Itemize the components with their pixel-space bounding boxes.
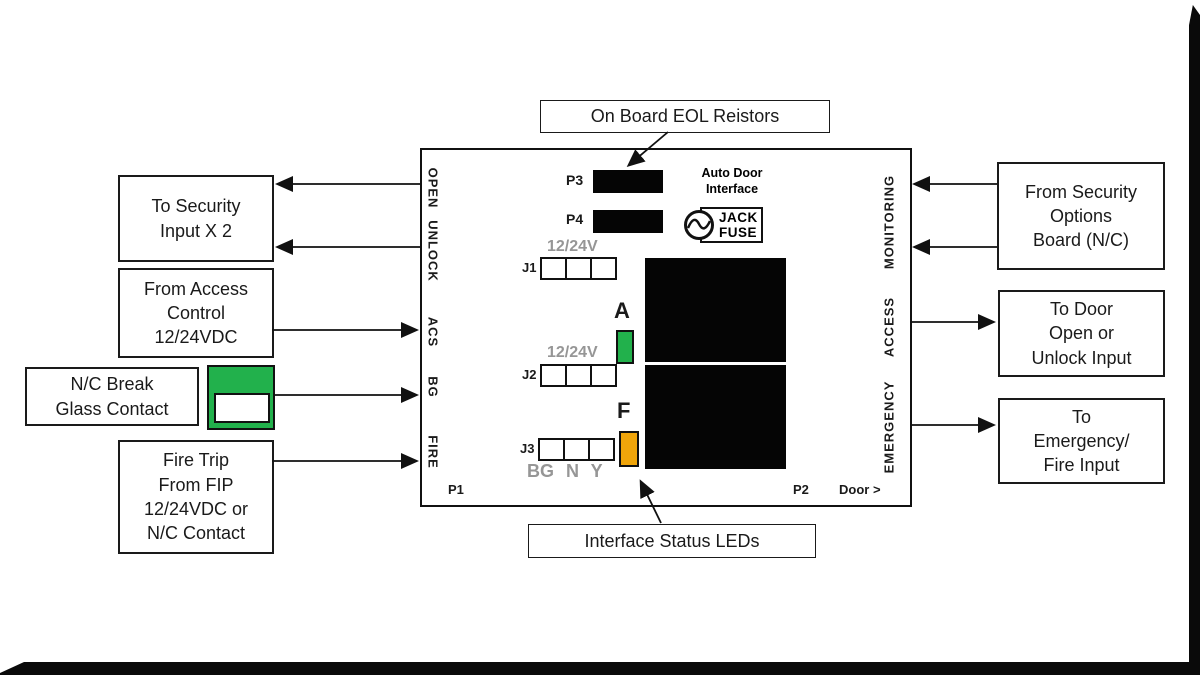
door-label: Door > [839,482,881,497]
p2-label: P2 [793,482,809,497]
status-leds-callout-label: Interface Status LEDs [584,530,760,551]
led-a [616,330,634,364]
logo-line1: JACK [719,209,758,225]
relay-bottom [645,365,786,469]
j1-terminal-block [540,257,617,280]
led-f-label: F [617,398,631,423]
break-glass-contact [207,365,275,430]
access-control-label: From Access Control 12/24VDC [143,278,249,348]
relay-top [645,258,786,362]
pin-label-unlock: UNLOCK [425,220,441,282]
frame-right-border [1189,5,1200,675]
eol-callout-label: On Board EOL Reistors [590,106,780,127]
p4-label: P4 [566,211,584,227]
status-leds-callout-box: Interface Status LEDs [528,524,816,558]
break-glass-label: N/C Break Glass Contact [55,374,169,419]
j3-label: J3 [520,441,535,456]
p3-label: P3 [566,172,584,188]
j1-voltage-label: 12/24V [547,238,598,255]
emergency-fire-box: To Emergency/ Fire Input [998,398,1165,484]
sine-wave-icon [684,210,714,240]
pin-label-open: OPEN [425,167,441,209]
j2-terminal-block [540,364,617,387]
j3-terminal-block [538,438,615,461]
fire-trip-box: Fire Trip From FIP 12/24VDC or N/C Conta… [118,440,274,554]
j2-voltage-label: 12/24V [547,344,598,361]
security-input-box: To Security Input X 2 [118,175,274,262]
p1-label: P1 [448,482,464,497]
eol-resistor-p3 [593,170,663,193]
fire-trip-label: Fire Trip From FIP 12/24VDC or N/C Conta… [143,450,249,544]
pin-label-access: ACCESS [881,296,897,358]
led-a-label: A [614,298,630,323]
emergency-fire-label: To Emergency/ Fire Input [1033,406,1130,476]
j2-label: J2 [522,367,537,382]
security-options-label: From Security Options Board (N/C) [1024,181,1138,251]
frame-bottom-border [0,662,1200,675]
logo-line2: FUSE [719,225,758,240]
security-input-label: To Security Input X 2 [151,196,241,241]
door-open-label: To Door Open or Unlock Input [1031,299,1132,368]
break-glass-label-box: N/C Break Glass Contact [25,367,199,426]
jack-fuse-logo: JACK FUSE [683,206,763,244]
eol-resistor-p4 [593,210,663,233]
board-title: Auto Door Interface [701,166,763,196]
pin-label-fire: FIRE [425,435,441,469]
pin-label-bg: BG [425,376,441,398]
pin-label-emergency: EMERGENCY [881,380,897,474]
security-options-box: From Security Options Board (N/C) [997,162,1165,270]
break-glass-contact-window [214,393,270,423]
pin-label-acs: ACS [425,316,441,348]
j1-label: J1 [522,260,537,275]
j3-pins-label: BG N Y [527,461,603,481]
pin-label-monitoring: MONITORING [881,174,897,270]
eol-callout-box: On Board EOL Reistors [540,100,830,133]
door-open-box: To Door Open or Unlock Input [998,290,1165,377]
led-f [619,431,639,467]
access-control-box: From Access Control 12/24VDC [118,268,274,358]
jack-fuse-logo-text: JACK FUSE [700,207,763,243]
